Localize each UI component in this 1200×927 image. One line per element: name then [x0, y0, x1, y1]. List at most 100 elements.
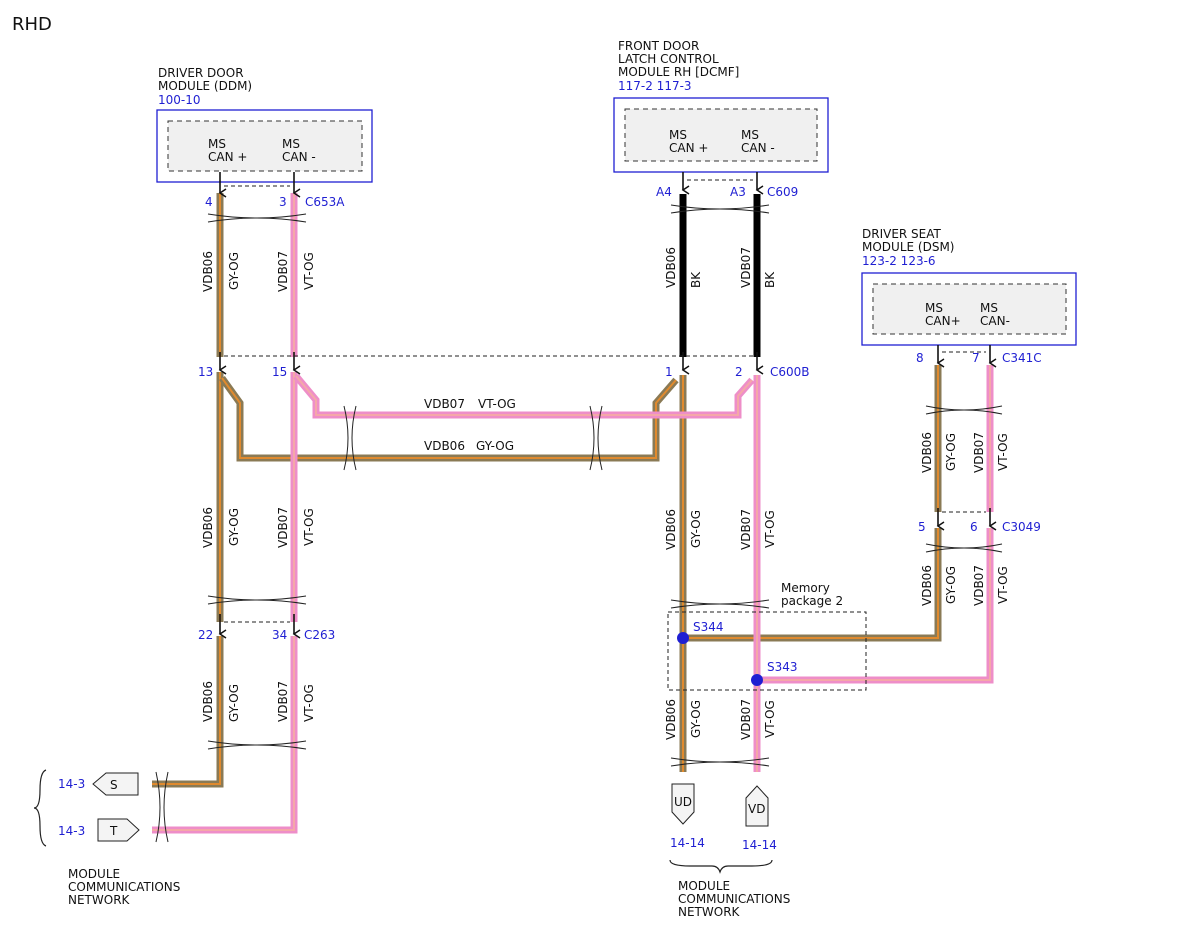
module-dcmf: FRONT DOOR LATCH CONTROL MODULE RH [DCMF…	[613, 39, 829, 173]
wire-group-bk	[679, 194, 761, 357]
twist-markers	[155, 204, 1003, 843]
wire-label-bk: BK	[689, 271, 703, 288]
wire-label-vdb07: VDB07	[972, 565, 986, 606]
ddm-name-line1: DRIVER DOOR	[158, 66, 244, 80]
offpage-ud-tag	[671, 783, 695, 825]
dcmf-inner	[624, 108, 818, 162]
offpage-vd-label: VD	[748, 802, 765, 816]
splice-s343-label: S343	[767, 660, 798, 674]
offpage-vd-tag	[745, 785, 769, 827]
ddm-pin2-line2: CAN -	[282, 150, 316, 164]
wire-label-vdb06: VDB06	[664, 699, 678, 740]
c653a-name: C653A	[305, 195, 345, 209]
splice-s343-dot	[751, 674, 763, 686]
wire-group-vtog	[152, 193, 994, 834]
wire-label-gyog: GY-OG	[689, 510, 703, 548]
memory-package-option: Memory package 2	[667, 581, 867, 691]
dsm-pin1-line1: MS	[925, 301, 943, 315]
bottom-offpage: UD 14-14 VD 14-14 MODULE COMMUNICATIONS …	[669, 783, 790, 919]
ddm-pin2-line1: MS	[282, 137, 300, 151]
memory-package-line2: package 2	[781, 594, 843, 608]
offpage-ud-label: UD	[674, 795, 692, 809]
wire-label-gyog: GY-OG	[227, 684, 241, 722]
splice-s344-label: S344	[693, 620, 724, 634]
left-ref-s: 14-3	[58, 777, 85, 791]
c600b-pin-13: 13	[198, 365, 213, 379]
crossover-vdb06-label: VDB06	[424, 439, 465, 453]
wire-stripe	[757, 528, 991, 681]
wire-label-vdb07: VDB07	[739, 699, 753, 740]
dcmf-name-line1: FRONT DOOR	[618, 39, 699, 53]
wire-label-vdb06: VDB06	[920, 565, 934, 606]
c263-pin-34: 34	[272, 628, 287, 642]
dsm-pin2-line1: MS	[980, 301, 998, 315]
dcmf-pin1-line1: MS	[669, 128, 687, 142]
ddm-name-line2: MODULE (DDM)	[158, 79, 252, 93]
dsm-name-line1: DRIVER SEAT	[862, 227, 942, 241]
c600b-pin-2: 2	[735, 365, 743, 379]
wire-label-vdb06: VDB06	[664, 247, 678, 288]
offpage-t-label: T	[109, 824, 118, 838]
left-network-line2: COMMUNICATIONS	[68, 880, 180, 894]
splices: S344 S343	[677, 620, 798, 686]
ddm-pin1-line2: CAN +	[208, 150, 247, 164]
dsm-ref: 123-2 123-6	[862, 254, 936, 268]
wire-stripe	[221, 377, 677, 459]
dcmf-pin2-line1: MS	[741, 128, 759, 142]
dcmf-name-line2: LATCH CONTROL	[618, 52, 719, 66]
c341c-pin-7: 7	[972, 351, 980, 365]
dcmf-pin1-line2: CAN +	[669, 141, 708, 155]
wire-label-vtog: VT-OG	[996, 566, 1010, 604]
c609-name: C609	[767, 185, 798, 199]
c341c-name: C341C	[1002, 351, 1042, 365]
dsm-pin1-line2: CAN+	[925, 314, 961, 328]
c609-pin-a4: A4	[656, 185, 672, 199]
crossover-gyog-label: GY-OG	[476, 439, 514, 453]
diagram-title: RHD	[12, 14, 52, 35]
wire-stripe	[683, 528, 939, 639]
module-dsm: DRIVER SEAT MODULE (DSM) 123-2 123-6 MS …	[861, 227, 1077, 346]
connector-c653a: 4 3 C653A	[205, 172, 345, 209]
left-brace	[33, 769, 47, 847]
c263-pin-22: 22	[198, 628, 213, 642]
wire-label-vdb07: VDB07	[739, 247, 753, 288]
wire-stripe	[152, 636, 295, 831]
wire-label-vdb06: VDB06	[201, 251, 215, 292]
wire-label-vdb06: VDB06	[201, 681, 215, 722]
crossover-vdb07-label: VDB07	[424, 397, 465, 411]
c341c-pin-8: 8	[916, 351, 924, 365]
wire-label-gyog: GY-OG	[689, 700, 703, 738]
c653a-pin-3: 3	[279, 195, 287, 209]
dsm-pin2-line2: CAN-	[980, 314, 1010, 328]
wire-label-vdb07: VDB07	[276, 681, 290, 722]
connector-c600b: 13 15 1 2 C600B	[198, 352, 810, 379]
dcmf-ref: 117-2 117-3	[618, 79, 692, 93]
bottom-ref-ud: 14-14	[670, 836, 705, 850]
ddm-pin1-line1: MS	[208, 137, 226, 151]
c3049-pin-6: 6	[970, 520, 978, 534]
wire-label-vdb06: VDB06	[920, 432, 934, 473]
wire-stripe	[152, 636, 221, 785]
c653a-pin-4: 4	[205, 195, 213, 209]
wire-label-vdb06: VDB06	[201, 507, 215, 548]
wire-label-vtog: VT-OG	[763, 510, 777, 548]
memory-package-line1: Memory	[781, 581, 830, 595]
dcmf-name-line3: MODULE RH [DCMF]	[618, 65, 739, 79]
wire-label-vdb07: VDB07	[972, 432, 986, 473]
connector-c341c: 8 7 C341C	[916, 345, 1042, 368]
wire-group-gyog	[152, 193, 942, 788]
module-ddm: DRIVER DOOR MODULE (DDM) 100-10 MS CAN +…	[156, 66, 373, 183]
splice-s344-dot	[677, 632, 689, 644]
wire-label-vdb07: VDB07	[276, 507, 290, 548]
left-network-line3: NETWORK	[68, 893, 131, 907]
wire-label-vtog: VT-OG	[996, 433, 1010, 471]
connector-c3049: 5 6 C3049	[918, 508, 1041, 534]
crossover-labels: VDB07 VT-OG VDB06 GY-OG	[424, 397, 516, 453]
offpage-t-tag	[97, 818, 140, 842]
connector-c263: 22 34 C263	[198, 614, 335, 642]
wire-stripe	[295, 375, 753, 416]
memory-package-box	[667, 611, 867, 691]
wire-label-vtog: VT-OG	[302, 252, 316, 290]
wire-label-gyog: GY-OG	[944, 566, 958, 604]
